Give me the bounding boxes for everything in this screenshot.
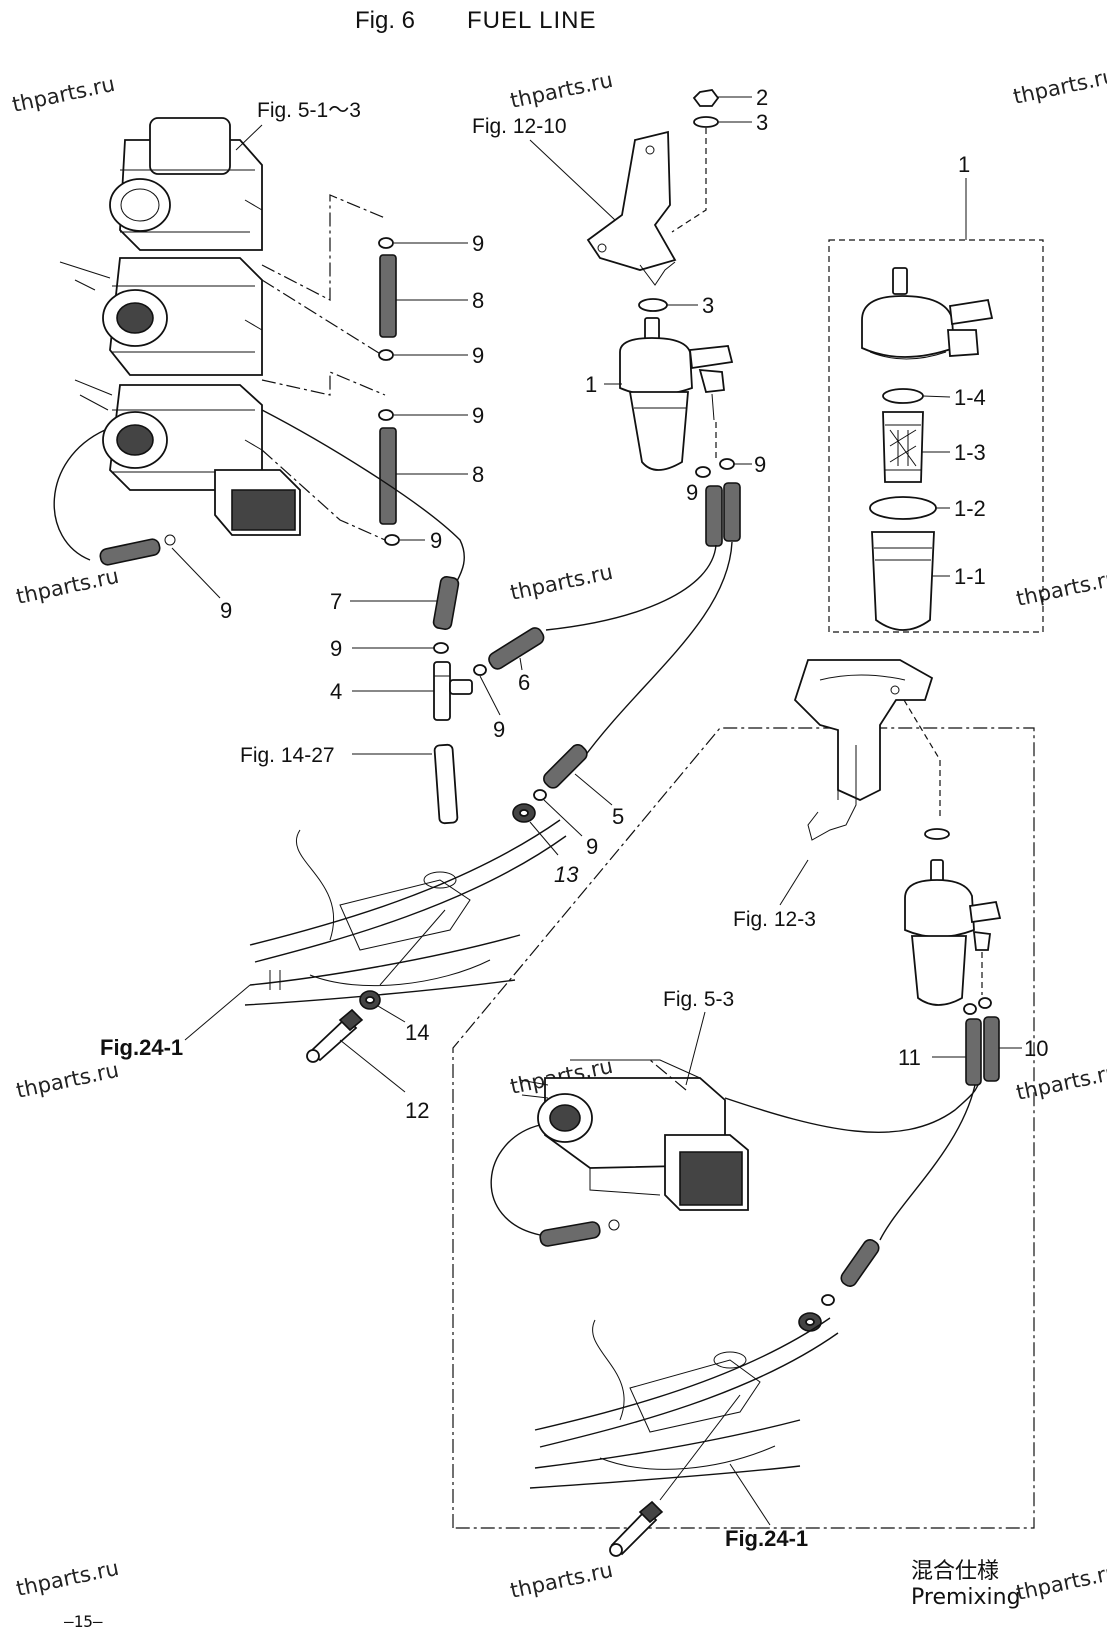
nut-drawing — [692, 89, 720, 107]
callout-hose-7: 7 — [330, 589, 342, 614]
callout-hose-upper: 8 — [472, 288, 484, 313]
callout-clip-c: 9 — [472, 403, 484, 428]
callout-hose-10: 10 — [1024, 1036, 1048, 1061]
watermark: thparts.ru — [1014, 1560, 1107, 1605]
ref-bracket: Fig. 12-10 — [472, 115, 567, 138]
callout-hose-6: 6 — [518, 670, 530, 695]
figure-title: FUEL LINE — [467, 7, 596, 34]
washer-drawing — [693, 116, 719, 128]
washer-drawing — [924, 828, 950, 840]
callout-clip-carb: 9 — [220, 598, 232, 623]
callout-clip-e: 9 — [330, 636, 342, 661]
watermark: thparts.ru — [14, 1058, 121, 1103]
clip-drawing — [384, 534, 400, 546]
callout-clip-joint: 9 — [493, 717, 505, 742]
callout-nut: 2 — [756, 85, 768, 110]
figure-label: Fig. 6 — [355, 7, 415, 34]
clip-drawing — [378, 349, 394, 361]
premix-note-english: Premixing — [911, 1585, 1021, 1610]
bottom-cowling-drawing — [244, 819, 567, 1006]
callout-cup: 1-1 — [954, 564, 986, 589]
ref-hull-premix: Fig.24-1 — [725, 1526, 808, 1551]
ref-hull-main: Fig.24-1 — [100, 1035, 183, 1060]
connector-drawing — [306, 1008, 364, 1063]
clip-drawing — [378, 409, 394, 421]
bracket-drawing — [586, 130, 677, 286]
watermark: thparts.ru — [1014, 566, 1107, 611]
clip-drawing — [433, 642, 449, 654]
washer-drawing — [638, 298, 668, 312]
premix-filter-drawing — [904, 859, 1002, 1006]
joint-drawing — [433, 661, 473, 721]
fuel-filter-drawing — [619, 317, 734, 471]
callout-clip-d: 9 — [430, 528, 442, 553]
premix-connector-drawing — [609, 1500, 664, 1557]
clip-drawing — [533, 789, 547, 801]
ref-bracket-premix: Fig. 12-3 — [733, 908, 816, 931]
callout-clip-b: 9 — [472, 343, 484, 368]
clip-drawing — [719, 458, 735, 470]
hose-drawing — [723, 482, 741, 542]
callout-grommet-14: 14 — [405, 1020, 429, 1045]
hose-end-drawing — [433, 743, 459, 825]
callout-clip-a: 9 — [472, 231, 484, 256]
clip-drawing — [963, 1003, 977, 1015]
watermark: thparts.ru — [508, 560, 615, 605]
watermark: thparts.ru — [10, 72, 117, 117]
clip-drawing — [695, 466, 711, 478]
ref-carb-set: Fig. 5-1〜3 — [257, 99, 361, 122]
watermark: thparts.ru — [14, 1556, 121, 1601]
hose-drawing — [840, 1239, 880, 1287]
watermark: thparts.ru — [508, 1558, 615, 1603]
hose-drawing — [379, 427, 397, 525]
callout-element: 1-3 — [954, 440, 986, 465]
callout-clip-filter-left: 9 — [686, 480, 698, 505]
hose-drawing — [488, 627, 545, 670]
callout-washer-mid: 3 — [702, 293, 714, 318]
hose-drawing — [379, 254, 397, 338]
premix-carburetor-drawing — [519, 1059, 749, 1211]
filter-exploded-box — [828, 239, 1044, 633]
premix-bracket-drawing — [793, 659, 934, 841]
carburetor-stack-drawing — [53, 117, 301, 566]
callout-washer-top: 3 — [756, 110, 768, 135]
clip-drawing — [978, 997, 992, 1009]
watermark: thparts.ru — [508, 68, 615, 113]
watermark: thparts.ru — [1014, 1060, 1107, 1105]
hose-drawing — [965, 1018, 982, 1086]
callout-connector: 12 — [405, 1098, 429, 1123]
callout-hose-5: 5 — [612, 804, 624, 829]
clip-drawing — [473, 664, 487, 676]
callout-clip-filter-right: 9 — [754, 452, 766, 477]
callout-oring: 1-4 — [954, 385, 986, 410]
hose-drawing — [543, 744, 588, 789]
callout-filter: 1 — [585, 372, 597, 397]
callout-clip-f: 9 — [586, 834, 598, 859]
hose-drawing — [432, 575, 460, 631]
callout-grommet-13: 13 — [554, 862, 579, 887]
callout-filter-assy: 1 — [958, 152, 970, 177]
watermark: thparts.ru — [1011, 64, 1107, 109]
ref-hose-end: Fig. 14-27 — [240, 744, 335, 767]
premix-note-japanese: 混合仕様 — [911, 1559, 999, 1584]
clip-drawing — [378, 237, 394, 249]
page-number: —15— — [64, 1612, 103, 1631]
callout-gasket: 1-2 — [954, 496, 986, 521]
hose-drawing — [983, 1016, 1000, 1082]
ref-carb-premix: Fig. 5-3 — [663, 988, 734, 1011]
clip-drawing — [821, 1294, 835, 1306]
watermark: thparts.ru — [14, 564, 121, 609]
hose-drawing — [705, 485, 723, 547]
filter-exploded-drawing — [861, 267, 994, 631]
premix-bottom-cowling-drawing — [529, 1317, 839, 1489]
callout-hose-lower: 8 — [472, 462, 484, 487]
callout-joint: 4 — [330, 679, 342, 704]
callout-hose-11: 11 — [898, 1045, 921, 1070]
